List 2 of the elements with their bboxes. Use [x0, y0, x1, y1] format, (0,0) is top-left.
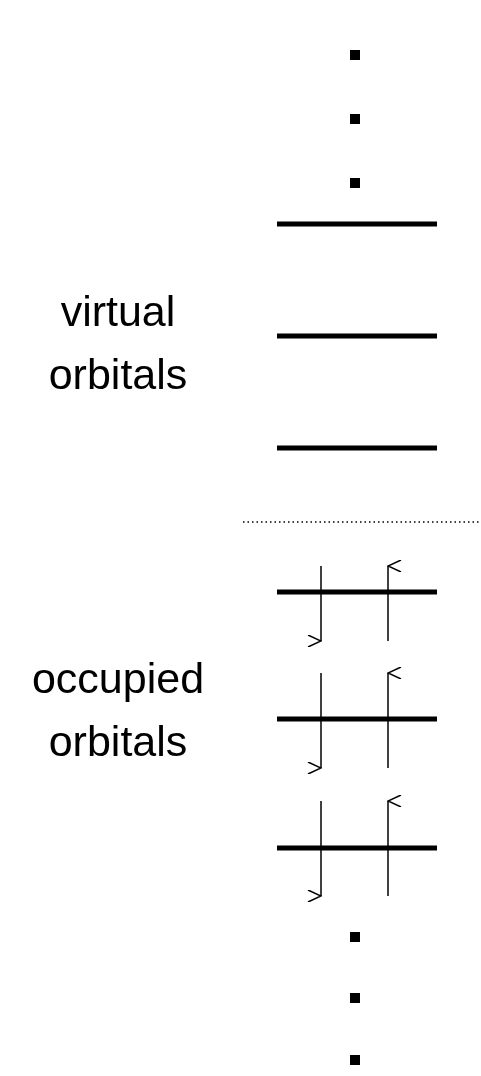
level-group-label: virtual orbitals — [47, 286, 189, 400]
level-group-label: occupied orbitals — [30, 653, 206, 767]
